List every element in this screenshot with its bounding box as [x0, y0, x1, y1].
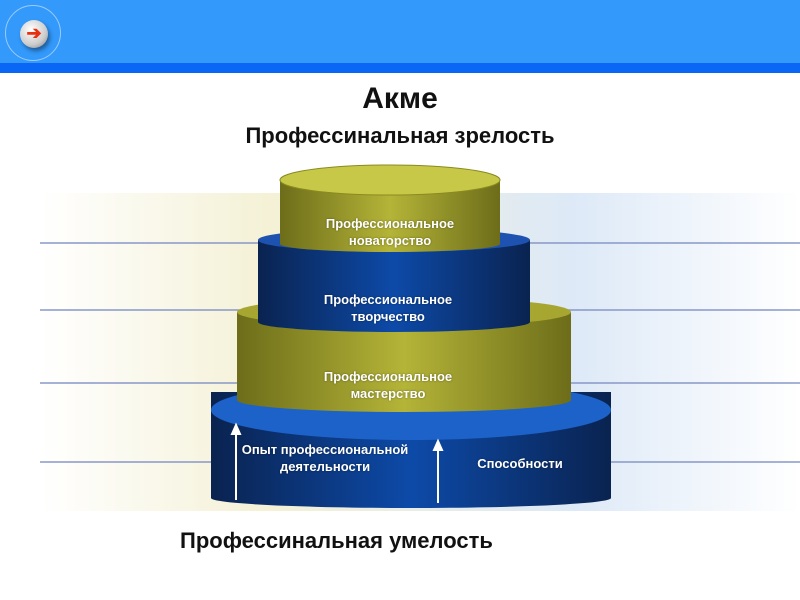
level-mastery-label: Профессиональное мастерство [323, 369, 453, 401]
cylinder-innovation [279, 164, 501, 252]
header-stripe [0, 63, 800, 73]
arrow-up-icon [230, 422, 444, 503]
nav-button[interactable]: ➔ [5, 5, 61, 61]
arrow-right-icon: ➔ [20, 20, 48, 48]
footer-title: Профессинальная умелость [180, 528, 493, 553]
level-creativity-label: Профессиональное творчество [323, 292, 453, 324]
abilities-label: Способности [477, 456, 563, 471]
page-title: Акме [362, 82, 438, 115]
page-subtitle: Профессинальная зрелость [245, 123, 555, 148]
header-bar: ➔ [0, 0, 800, 63]
level-innovation-label: Профессиональное новаторство [325, 216, 455, 248]
experience-label: Опыт профессиональной деятельности [241, 442, 409, 474]
